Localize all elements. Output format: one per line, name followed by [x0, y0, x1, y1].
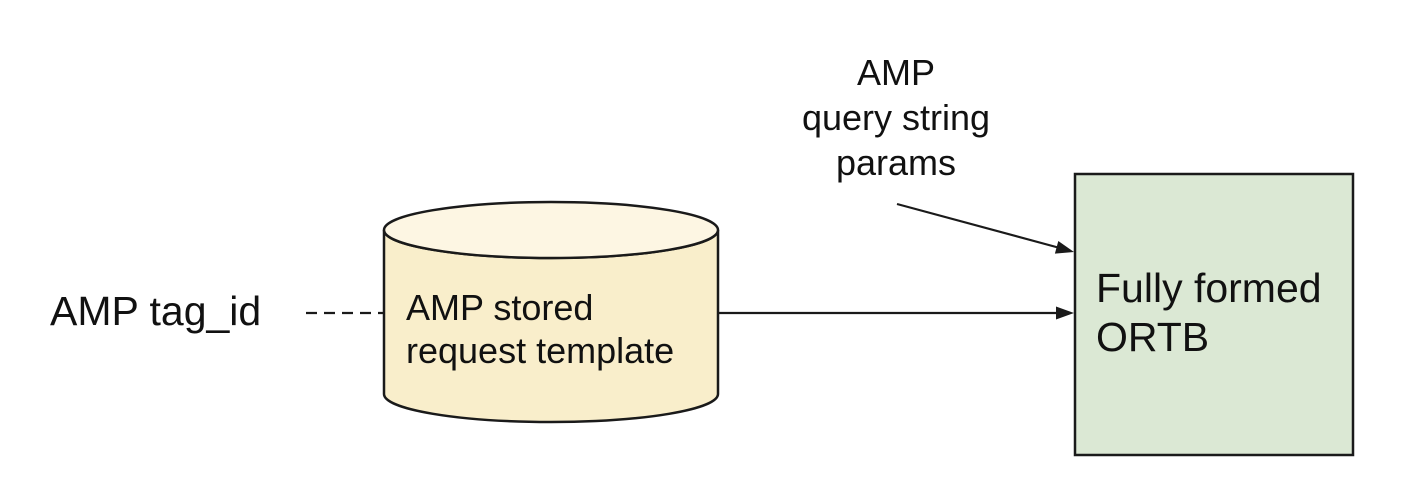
ortb-box [1073, 172, 1355, 457]
template-to-ortb-arrowhead [1056, 306, 1074, 320]
query-string-params-label: AMP query string params [801, 52, 991, 183]
query-params-to-ortb-arrowhead [1054, 241, 1074, 254]
stored-request-template-label: AMP stored request template [406, 287, 675, 371]
query-params-to-ortb-arrow-line [896, 202, 1059, 249]
amp-tag-id-label: AMP tag_id [50, 288, 262, 334]
stored-request-cylinder-top [382, 200, 720, 260]
fully-formed-ortb-label: Fully formed ORTB [1096, 265, 1322, 360]
